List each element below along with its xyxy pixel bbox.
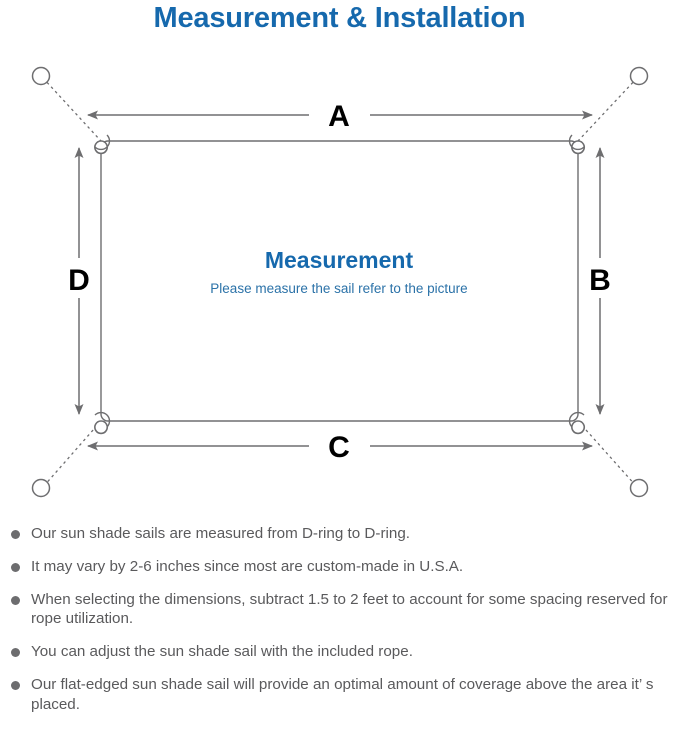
dimension-d-label: D	[68, 264, 90, 297]
dimension-a-label: A	[328, 100, 350, 133]
note-text: Our sun shade sails are measured from D-…	[31, 525, 410, 542]
d-ring-strap-top-left	[94, 134, 111, 151]
sail-body	[100, 140, 579, 422]
diagram-center-subtitle: Please measure the sail refer to the pic…	[210, 281, 467, 296]
d-ring-straps	[94, 134, 585, 428]
anchor-point-bottom-left	[31, 478, 51, 498]
note-item: Our flat-edged sun shade sail will provi…	[8, 675, 676, 715]
note-text: You can adjust the sun shade sail with t…	[31, 643, 413, 660]
dimension-a: A	[87, 100, 593, 133]
d-ring-bottom-right	[571, 420, 586, 435]
note-item: You can adjust the sun shade sail with t…	[8, 642, 676, 662]
dimension-d: D	[68, 147, 90, 415]
anchor-point-top-left	[31, 66, 51, 86]
rope-bottom-left	[42, 420, 102, 488]
d-ring-strap-bottom-right	[568, 411, 585, 428]
dimension-c-label: C	[328, 431, 350, 464]
anchor-points	[31, 66, 649, 498]
bullet-dot-icon	[11, 562, 20, 572]
dimension-c: C	[87, 431, 593, 464]
rope-top-right	[577, 77, 638, 142]
d-ring-strap-bottom-left	[94, 411, 111, 428]
dimension-b-label: B	[589, 264, 611, 297]
d-ring-top-left	[94, 140, 109, 155]
diagram-center-title: Measurement	[265, 247, 414, 273]
note-text: It may vary by 2-6 inches since most are…	[31, 557, 464, 575]
note-item: When selecting the dimensions, subtract …	[8, 590, 676, 630]
measurement-diagram: A C D B Measurement Please me	[0, 50, 679, 510]
bullet-dot-icon	[11, 648, 20, 657]
note-text: When selecting the dimensions, subtract …	[31, 590, 668, 628]
d-ring-top-right	[571, 140, 586, 155]
rope-bottom-right	[577, 420, 638, 488]
note-item: It may vary by 2-6 inches since most are…	[8, 557, 676, 577]
d-ring-strap-top-right	[568, 134, 585, 151]
rope-top-left	[42, 77, 102, 142]
page-title: Measurement & Installation	[153, 2, 526, 34]
bullet-dot-icon	[11, 680, 20, 690]
rope-lines	[42, 77, 638, 488]
anchor-point-bottom-right	[629, 478, 649, 498]
dimension-b: B	[589, 147, 611, 415]
note-text: Our flat-edged sun shade sail will provi…	[31, 675, 654, 713]
bullet-dot-icon	[11, 530, 20, 539]
bullet-dot-icon	[11, 595, 20, 605]
diagram-svg: A C D B Measurement Please me	[31, 66, 649, 498]
d-rings	[94, 140, 586, 435]
d-ring-bottom-left	[94, 420, 109, 435]
note-item: Our sun shade sails are measured from D-…	[8, 524, 676, 544]
notes-list: Our sun shade sails are measured from D-…	[8, 524, 676, 727]
anchor-point-top-right	[629, 66, 649, 86]
